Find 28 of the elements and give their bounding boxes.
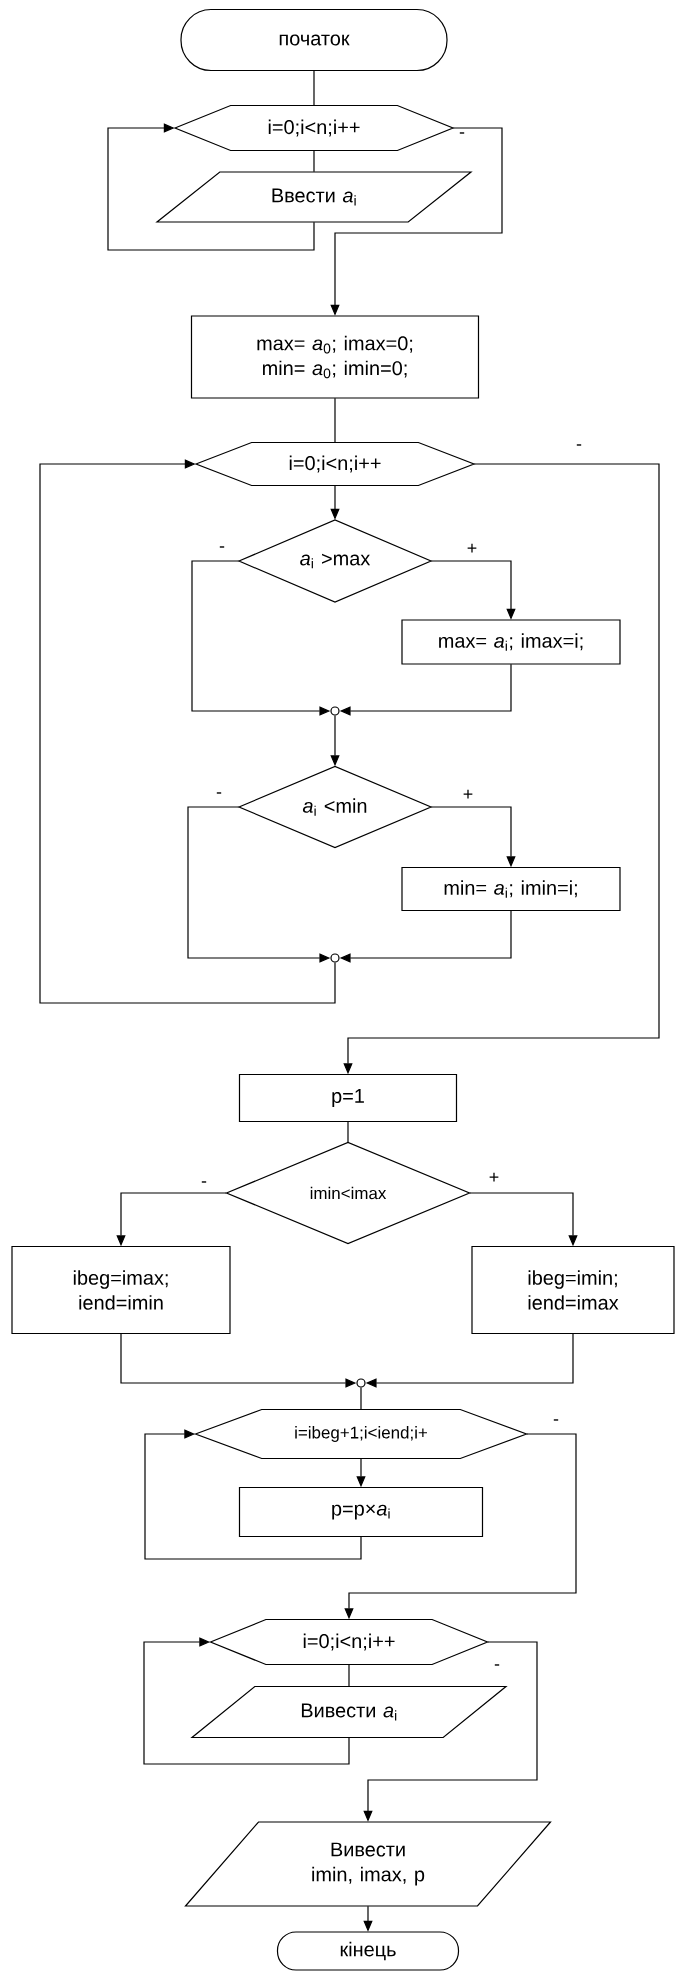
connector-line	[313, 150, 315, 173]
edge-label: +	[465, 542, 479, 556]
edge-label: -	[200, 1180, 208, 1188]
connector-line	[347, 1121, 349, 1143]
edge-label: +	[461, 788, 475, 802]
arrow	[144, 1429, 362, 1560]
process-box: max= a$_{i}$; imax=i;	[401, 619, 621, 665]
edge-label: -	[493, 1663, 501, 1671]
connector-line	[334, 397, 336, 443]
process-box: max= a$_{0}$; imax=0; min= a$_{0}$; imin=0;	[190, 315, 480, 399]
arrow	[39, 459, 336, 1004]
edge-label: -	[218, 545, 226, 553]
edge-label: -	[215, 791, 223, 799]
edge-label: +	[487, 1171, 501, 1185]
connector-line	[360, 1387, 362, 1410]
arrow	[107, 123, 315, 251]
process-box: ibeg=imin; iend=imax	[471, 1245, 675, 1335]
io-parallelogram: Вивести imin, imax, p	[184, 1821, 552, 1907]
arrow	[143, 1637, 350, 1765]
process-box: min= a$_{i}$; imin=i;	[401, 866, 621, 912]
edge-label: -	[458, 131, 466, 139]
process-box: p=1	[238, 1073, 458, 1123]
edge-label: -	[575, 443, 583, 451]
process-box: ibeg=imax; iend=imin	[11, 1245, 231, 1335]
connector-line	[313, 70, 315, 106]
edge-label: -	[552, 1418, 560, 1426]
connector-line	[348, 1664, 350, 1687]
process-box: p=p×a$_{i}$	[238, 1486, 484, 1538]
